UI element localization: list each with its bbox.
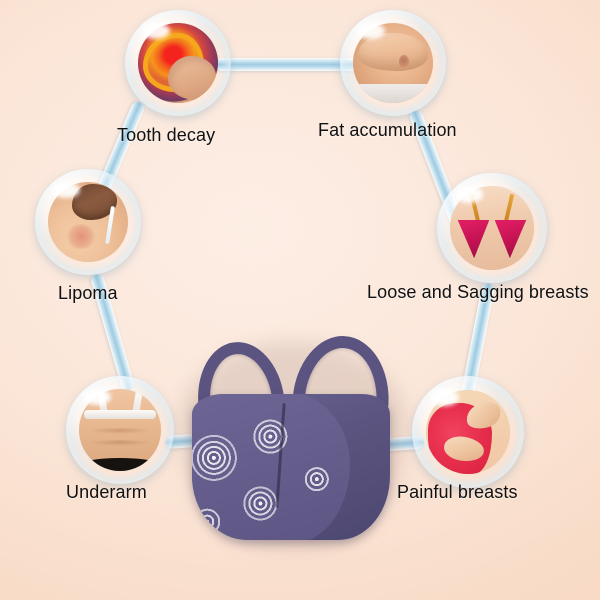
label-underarm: Underarm: [66, 482, 147, 502]
bikini-strap-right: [504, 193, 515, 223]
bubble-photo-underarm: [79, 389, 161, 471]
hand-shape: [168, 55, 217, 100]
label-fat-accumulation: Fat accumulation: [318, 120, 457, 140]
label-tooth-decay: Tooth decay: [117, 125, 216, 145]
bubble-lipoma[interactable]: [35, 169, 141, 275]
bubble-underarm[interactable]: [66, 376, 174, 484]
bubble-photo-tooth-decay: [138, 23, 218, 103]
bikini-cup-left: [457, 219, 490, 259]
back-fold-lower: [88, 439, 152, 446]
navel: [398, 55, 409, 69]
label-loose-sagging-breasts: Loose and Sagging breasts: [367, 282, 589, 302]
label-lipoma: Lipoma: [58, 283, 118, 303]
bikini-cup-right: [494, 219, 527, 259]
belly-fat-photo: [353, 23, 433, 103]
pink-bikini-bust-photo: [450, 186, 534, 270]
thermal-breast-scan-photo: [138, 23, 218, 103]
painful-breast-illustration: [426, 390, 510, 474]
bubble-tooth-decay[interactable]: [125, 10, 231, 116]
bubble-photo-lipoma: [48, 182, 128, 262]
bra-cup-body: [192, 394, 390, 540]
bubble-photo-loose-sagging-breasts: [450, 186, 534, 270]
back-fold-upper: [88, 428, 152, 435]
bubble-painful-breasts[interactable]: [412, 376, 524, 488]
dark-waistband: [79, 457, 161, 471]
bubble-loose-sagging-breasts[interactable]: [437, 173, 547, 283]
bubble-fat-accumulation[interactable]: [340, 10, 446, 116]
connector-tube-tooth-to-fat: [216, 58, 378, 71]
belly-roll: [357, 32, 429, 71]
skin-rash: [64, 223, 97, 250]
label-painful-breasts: Painful breasts: [397, 482, 518, 502]
bra-lace-pattern: [192, 394, 351, 540]
bubble-photo-fat-accumulation: [353, 23, 433, 103]
bikini-strap-left: [469, 193, 480, 223]
waistband: [353, 83, 433, 103]
bra-back-band: [83, 410, 157, 420]
back-underarm-fat-photo: [79, 389, 161, 471]
bra-product-image: [180, 332, 406, 548]
bubble-photo-painful-breasts: [426, 390, 510, 474]
shoulder-lipoma-photo: [48, 182, 128, 262]
